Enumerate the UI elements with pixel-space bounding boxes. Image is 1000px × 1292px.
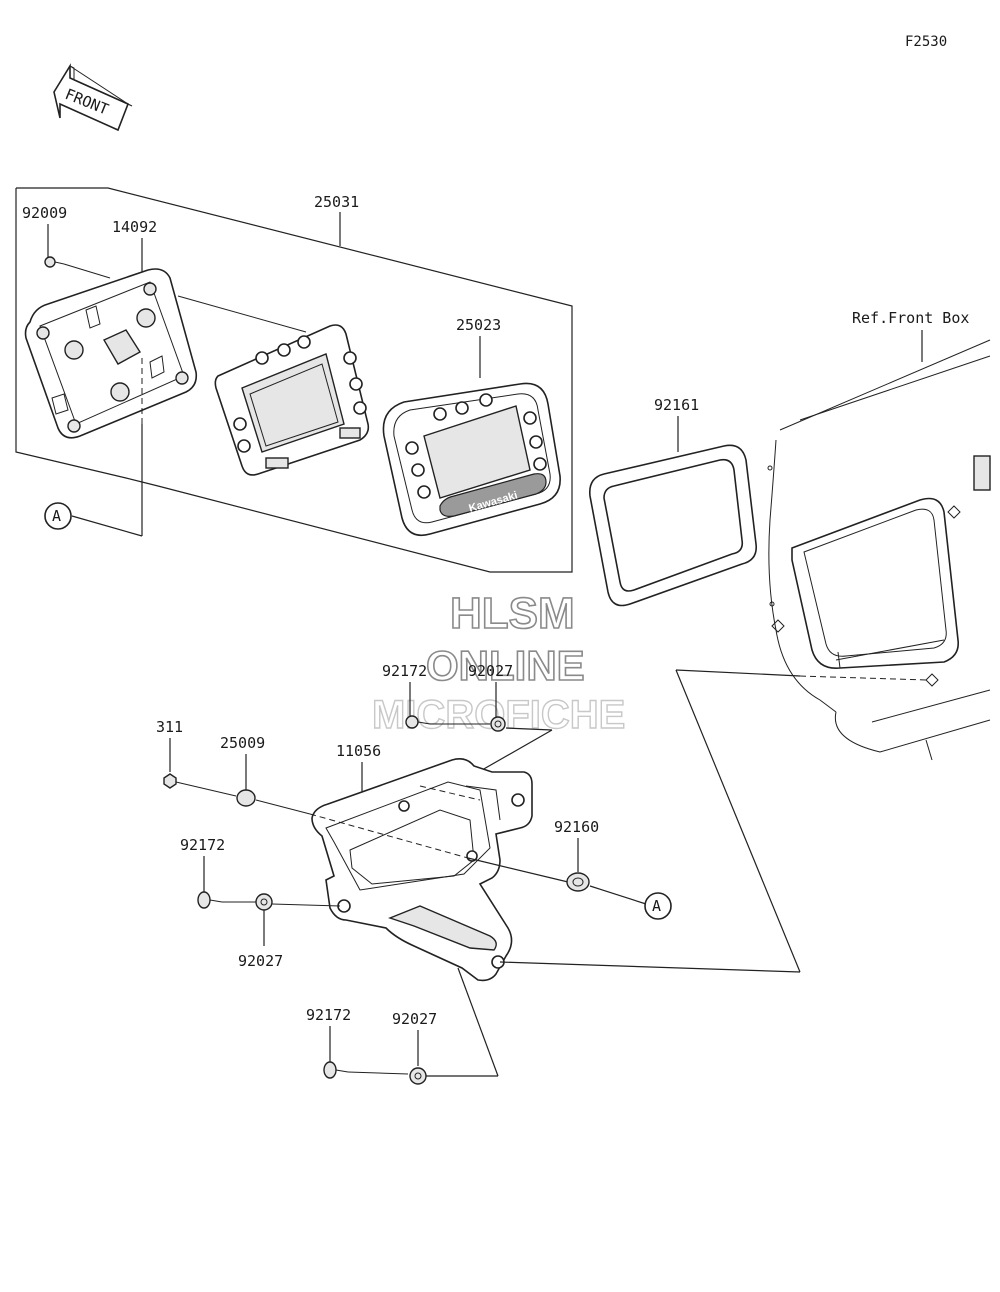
part-number-92172-c: 92172	[306, 1006, 351, 1024]
leader-nut-b-to-bracket	[271, 903, 341, 907]
watermark: HLSM ONLINE MICROFICHE	[371, 588, 626, 738]
meter-face-25023: Kawasaki	[382, 382, 561, 537]
leader-bolt-to-nut-c	[347, 1071, 409, 1075]
bolt-92172-a-icon	[405, 715, 431, 729]
leader-case-to-board	[177, 295, 307, 333]
svg-text:A: A	[652, 897, 661, 915]
callout-a-bottom: A	[644, 892, 672, 920]
part-number-92172-b: 92172	[180, 836, 225, 854]
dashed-leader-bracket-2	[419, 785, 481, 801]
part-number-92172-a: 92172	[382, 662, 427, 680]
leader-washer-to-bracket	[255, 799, 311, 815]
svg-text:A: A	[52, 507, 61, 525]
gasket-92161	[588, 444, 758, 607]
nut-311-icon	[163, 773, 177, 789]
leader-92160-to-a	[589, 885, 647, 905]
figure-id: F2530	[905, 34, 947, 50]
washer-25009-icon	[236, 789, 256, 807]
lcd-module	[214, 324, 370, 476]
bolt-92172-c-icon	[323, 1061, 349, 1079]
bolt-92172-b-icon	[197, 891, 223, 909]
nut-92027-c-icon	[409, 1067, 427, 1085]
dashed-leader-front-box	[799, 675, 927, 681]
part-number-25009: 25009	[220, 734, 265, 752]
part-number-92027-c: 92027	[392, 1010, 437, 1028]
watermark-line1: HLSM	[450, 589, 575, 638]
leader-front-box-diag	[675, 669, 801, 973]
part-number-92009: 92009	[22, 204, 67, 222]
leader-bracket-to-front-box	[499, 961, 801, 973]
bracket-11056	[311, 758, 533, 982]
reference-label-front-box: Ref.Front Box	[852, 309, 969, 327]
leader-92009-to-case	[63, 263, 111, 279]
nut-92027-a-icon	[490, 716, 506, 732]
part-number-25023: 25023	[456, 316, 501, 334]
part-number-11056: 11056	[336, 742, 381, 760]
part-number-92160: 92160	[554, 818, 599, 836]
grommet-92160-icon	[566, 872, 590, 892]
watermark-line2: ONLINE	[426, 642, 585, 689]
callout-a-top: A	[44, 502, 72, 530]
leader-to-bracket-bottom	[457, 967, 499, 1077]
front-arrow-icon: FRONT	[53, 63, 133, 132]
part-number-92027-b: 92027	[238, 952, 283, 970]
leader-a-top	[71, 515, 143, 537]
part-number-25031: 25031	[314, 193, 359, 211]
front-box-reference	[767, 339, 991, 761]
leader-bracket-to-92160	[467, 857, 569, 883]
screw-92009-icon	[44, 256, 65, 268]
leader-front-box-lower	[675, 669, 801, 677]
part-number-311: 311	[156, 718, 183, 736]
rear-case-14092	[24, 268, 198, 439]
leader-nut-a-out	[505, 727, 553, 731]
leader-311-to-washer	[175, 781, 237, 797]
part-number-92027-a: 92027	[468, 662, 513, 680]
assembly-outline	[15, 187, 573, 573]
part-number-14092: 14092	[112, 218, 157, 236]
nut-92027-b-icon	[255, 893, 273, 911]
part-number-92161: 92161	[654, 396, 699, 414]
dashed-leader-bracket-1	[309, 813, 469, 859]
